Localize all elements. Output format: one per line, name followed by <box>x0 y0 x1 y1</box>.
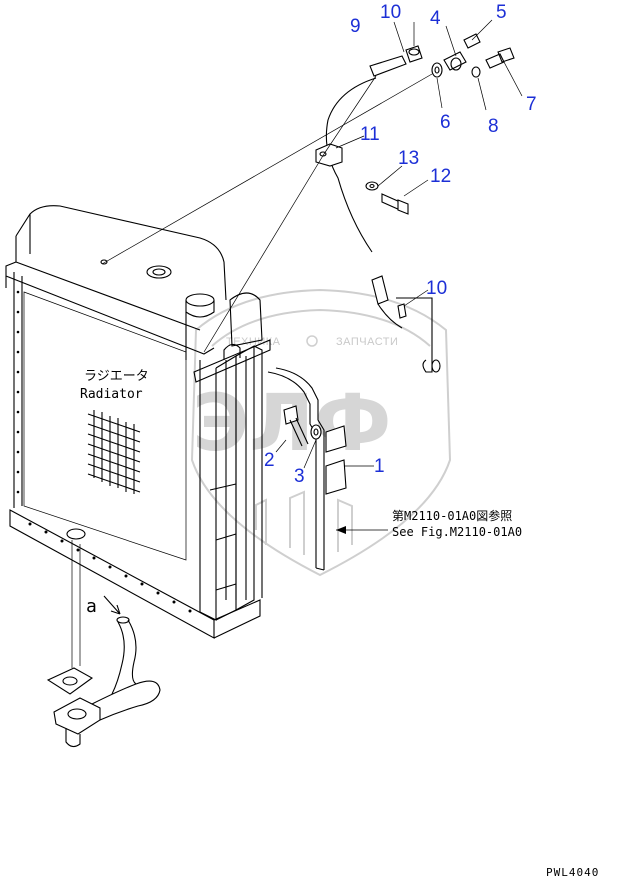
watermark: ТЕХНИКА ЗАПЧАСТИ ЭЛФ <box>190 288 452 577</box>
figure-reference-en: See Fig.M2110-01A0 <box>392 525 522 539</box>
bracket-loop <box>223 343 241 360</box>
clip-1-bottom <box>325 459 347 495</box>
outlet-hose <box>91 680 161 721</box>
callout-2: 2 <box>264 450 275 471</box>
figure-reference-jp: 第M2110-01A0図参照 <box>392 508 512 523</box>
reference-arrow <box>336 526 346 534</box>
washer-6 <box>431 62 443 78</box>
bolt-2 <box>283 405 299 425</box>
callout-10-top: 10 <box>380 2 401 23</box>
clip-1-top <box>325 425 347 453</box>
filler-neck <box>146 265 172 279</box>
pipe-upper <box>396 297 433 373</box>
leader-lines <box>101 19 523 534</box>
washer-13 <box>365 181 379 191</box>
clamp-10b <box>397 303 407 319</box>
outlet-view-a: a <box>46 540 161 748</box>
callout-1: 1 <box>374 456 385 477</box>
callout-11: 11 <box>360 124 380 145</box>
outlet-port <box>66 528 86 540</box>
radiator-label-en: Radiator <box>80 387 143 402</box>
callout-12: 12 <box>430 166 451 187</box>
callout-8: 8 <box>488 116 499 137</box>
clamp-10a <box>405 45 423 63</box>
gear-icon <box>306 335 318 347</box>
hose-part-9 <box>369 55 407 77</box>
radiator: ラジエータ Radiator <box>5 205 271 639</box>
callout-13: 13 <box>398 148 419 169</box>
frame-holes-left <box>16 290 20 494</box>
callouts: 1 2 3 4 5 6 7 8 9 10 10 11 12 13 <box>264 2 537 487</box>
gasket <box>46 667 94 695</box>
washer-3 <box>310 424 322 440</box>
callout-4: 4 <box>430 8 441 29</box>
callout-6: 6 <box>440 112 451 133</box>
radiator-label-jp: ラジエータ <box>84 369 149 384</box>
core-fins <box>87 410 141 494</box>
clip-11 <box>315 143 343 167</box>
bolt-12 <box>381 193 401 211</box>
watermark-text-right: ЗАПЧАСТИ <box>336 336 398 348</box>
callout-10-lower: 10 <box>426 278 447 299</box>
view-label: a <box>86 596 97 617</box>
view-arrow <box>103 595 121 615</box>
washer-8 <box>471 66 481 78</box>
callout-9: 9 <box>350 16 361 37</box>
drawing-code: PWL4040 <box>546 866 599 879</box>
frame-holes-bottom <box>28 522 192 613</box>
callout-7: 7 <box>526 94 537 115</box>
callout-3: 3 <box>294 466 305 487</box>
callout-5: 5 <box>496 2 507 23</box>
fitting-5 <box>463 33 481 49</box>
hose-end <box>371 275 389 305</box>
elbow-4 <box>443 51 467 71</box>
